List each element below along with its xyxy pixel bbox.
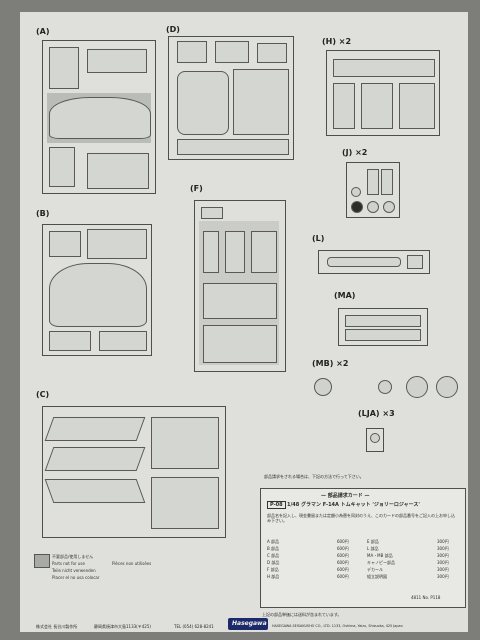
sprue-lja — [366, 428, 384, 452]
footer-note: 上記の部品単価には送料が含まれています。 — [262, 612, 342, 617]
sprue-a — [42, 40, 156, 194]
label-j: (J) ×2 — [342, 148, 368, 157]
order-code: 4811 No. P118 — [411, 595, 441, 600]
unused-parts-swatch — [34, 554, 50, 568]
sprue-j — [346, 162, 400, 218]
maker-tel: TEL (054) 628-8241 — [174, 624, 214, 629]
label-f: (F) — [190, 184, 203, 193]
maker-name: 株式会社 長谷川製作所 — [36, 624, 78, 629]
sprue-l — [318, 250, 430, 274]
order-row: D 部品 600円 キャノピー部品 300円 — [267, 560, 449, 565]
label-ma: (MA) — [334, 291, 356, 300]
mb-part-3 — [406, 376, 428, 398]
order-row: H 部品 600円 組立説明図 300円 — [267, 574, 449, 579]
product-code: P-08 — [267, 501, 286, 509]
order-card: — 部品請求カード — P-08 1/48 グラマン F-14A トムキャット … — [260, 488, 466, 608]
legend-en1: Parts not for use — [52, 561, 85, 566]
order-intro: 部品名を記入し、現金書留または定額小為替を同封のうえ、このカードの部品番号をご記… — [267, 513, 455, 523]
legend-jp: 不要部品/使用しません — [52, 554, 94, 559]
sprue-ma — [338, 308, 428, 346]
mb-part-1 — [314, 378, 332, 396]
order-row: A 部品 600円 E 部品 300円 — [267, 539, 449, 544]
order-card-title: — 部品請求カード — — [321, 493, 370, 499]
legend-en4: Placer el no usa colocar — [52, 575, 100, 580]
order-row: C 部品 600円 MA・MB 部品 300円 — [267, 553, 449, 558]
sprue-h — [326, 50, 440, 136]
label-h: (H) ×2 — [322, 37, 352, 46]
label-a: (A) — [36, 27, 50, 36]
parts-sheet: (A) (D) (H) ×2 (J) ×2 (F) (B) (L) (MA) (… — [20, 12, 468, 632]
hasegawa-logo: Hasegawa — [228, 618, 268, 630]
sprue-f — [194, 200, 286, 372]
order-table: A 部品 600円 E 部品 300円 B 部品 600円 L 部品 300円 … — [267, 539, 457, 581]
label-d: (D) — [166, 25, 180, 34]
sprue-c — [42, 406, 226, 538]
sprue-d — [168, 36, 294, 160]
label-l: (L) — [312, 234, 325, 243]
label-lja: (LJA) ×3 — [358, 409, 395, 418]
legend-en3: Teile nicht verwenden — [52, 568, 96, 573]
label-c: (C) — [36, 390, 50, 399]
label-mb: (MB) ×2 — [312, 359, 349, 368]
label-b: (B) — [36, 209, 50, 218]
sprue-b — [42, 224, 152, 356]
order-notice: 部品請求をされる場合は、下記の方法で行って下さい。 — [264, 474, 364, 479]
legend-en2: Pièces non utilisées — [112, 561, 152, 566]
mb-part-2 — [378, 380, 392, 394]
product-name: 1/48 グラマン F-14A トムキャット 'ジョリーロジャース' — [287, 502, 420, 508]
maker-address-en: HASEGAWA SEISAKUSHO CO., LTD. 1133, Oshi… — [272, 624, 403, 628]
order-row: B 部品 600円 L 部品 300円 — [267, 546, 449, 551]
maker-address: 静岡県焼津市大島1133(〒425) — [94, 624, 151, 629]
mb-part-4 — [436, 376, 458, 398]
order-row: F 部品 600円 デカール 300円 — [267, 567, 449, 572]
